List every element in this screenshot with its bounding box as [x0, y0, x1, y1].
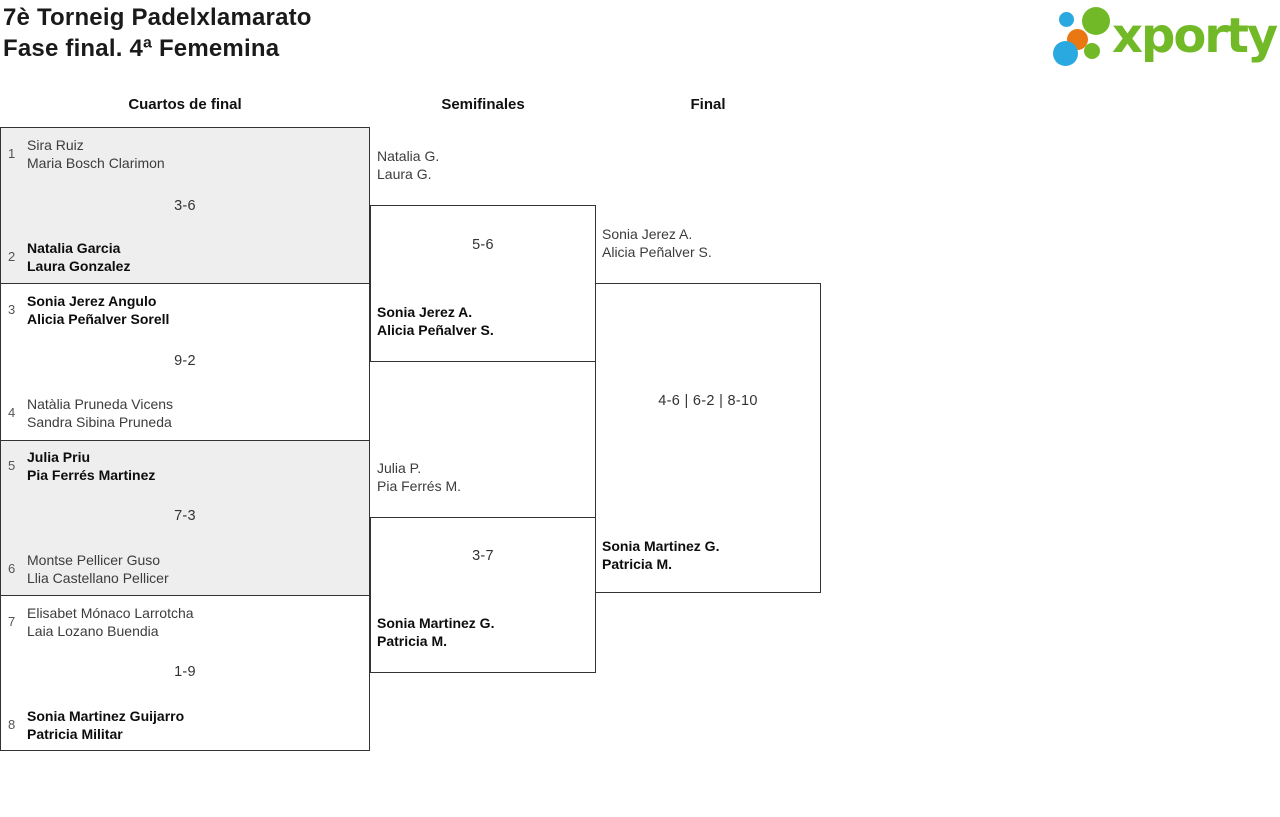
team-name-line: Laia Lozano Buendia [27, 623, 159, 639]
logo-wordmark: xporty [1112, 8, 1278, 64]
seed-number: 7 [8, 614, 16, 629]
logo-dot-icon [1084, 43, 1100, 59]
final-team2: Sonia Martinez G. Patricia M. [602, 537, 719, 573]
final-score: 4-6 | 6-2 | 8-10 [658, 393, 758, 409]
sf1-team1: Natalia G. Laura G. [377, 147, 439, 183]
team-name-line: Sonia Martinez G. [602, 538, 720, 554]
logo-dot-icon [1082, 7, 1110, 35]
team-name-line: Sonia Jerez A. [602, 226, 693, 242]
page-title: 7è Torneig Padelxlamarato Fase final. 4ª… [3, 2, 312, 64]
logo-dot-icon [1059, 12, 1074, 27]
quarterfinal-2-box [0, 283, 370, 441]
quarterfinal-4-box [0, 595, 370, 751]
round-header-final: Final [690, 96, 726, 113]
team-name-line: Natàlia Pruneda Vicens [27, 396, 174, 412]
qf2-team2: Natàlia Pruneda Vicens Sandra Sibina Pru… [27, 395, 173, 431]
team-name-line: Julia P. [377, 460, 422, 476]
team-name-line: Julia Priu [27, 449, 91, 465]
team-name-line: Natalia G. [377, 148, 440, 164]
sf1-score: 5-6 [472, 237, 494, 253]
team-name-line: Sonia Jerez Angulo [27, 293, 157, 309]
team-name-line: Sira Ruiz [27, 137, 84, 153]
qf4-team2: Sonia Martinez Guijarro Patricia Militar [27, 707, 184, 743]
team-name-line: Patricia M. [602, 556, 673, 572]
qf1-score: 3-6 [174, 198, 196, 214]
seed-number: 3 [8, 302, 16, 317]
tournament-subtitle: Fase final. 4ª Fememina [3, 35, 280, 62]
final-box [595, 283, 821, 593]
seed-number: 5 [8, 458, 16, 473]
qf3-team2: Montse Pellicer Guso Llia Castellano Pel… [27, 551, 169, 587]
seed-number: 2 [8, 249, 16, 264]
team-name-line: Elisabet Mónaco Larrotcha [27, 605, 194, 621]
team-name-line: Laura Gonzalez [27, 258, 131, 274]
seed-number: 4 [8, 405, 16, 420]
round-header-semifinales: Semifinales [441, 96, 525, 113]
team-name-line: Alicia Peñalver Sorell [27, 311, 170, 327]
seed-number: 1 [8, 146, 16, 161]
seed-number: 6 [8, 561, 16, 576]
team-name-line: Laura G. [377, 166, 432, 182]
quarterfinal-1-box [0, 127, 370, 284]
qf4-team1: Elisabet Mónaco Larrotcha Laia Lozano Bu… [27, 604, 194, 640]
team-name-line: Natalia Garcia [27, 240, 121, 256]
team-name-line: Sonia Jerez A. [377, 304, 473, 320]
qf1-team1: Sira Ruiz Maria Bosch Clarimon [27, 136, 165, 172]
team-name-line: Montse Pellicer Guso [27, 552, 161, 568]
sf1-team2: Sonia Jerez A. Alicia Peñalver S. [377, 303, 494, 339]
round-header-cuartos-de-final: Cuartos de final [128, 96, 242, 113]
qf3-score: 7-3 [174, 508, 196, 524]
qf4-score: 1-9 [174, 664, 196, 680]
sf2-team1: Julia P. Pia Ferrés M. [377, 459, 461, 495]
sf2-score: 3-7 [472, 548, 494, 564]
team-name-line: Pia Ferrés Martinez [27, 467, 156, 483]
team-name-line: Sonia Martinez Guijarro [27, 708, 185, 724]
team-name-line: Pia Ferrés M. [377, 478, 462, 494]
xporty-logo[interactable]: xporty [1050, 0, 1280, 78]
quarterfinal-3-box [0, 440, 370, 596]
team-name-line: Patricia Militar [27, 726, 123, 742]
team-name-line: Sandra Sibina Pruneda [27, 414, 172, 430]
qf2-score: 9-2 [174, 353, 196, 369]
sf2-team2: Sonia Martinez G. Patricia M. [377, 614, 494, 650]
tournament-title: 7è Torneig Padelxlamarato [3, 4, 312, 31]
logo-dot-icon [1053, 41, 1078, 66]
team-name-line: Maria Bosch Clarimon [27, 155, 165, 171]
semifinal-2-box [370, 517, 596, 673]
team-name-line: Sonia Martinez G. [377, 615, 495, 631]
final-team1: Sonia Jerez A. Alicia Peñalver S. [602, 225, 712, 261]
team-name-line: Alicia Peñalver S. [602, 244, 712, 260]
qf2-team1: Sonia Jerez Angulo Alicia Peñalver Sorel… [27, 292, 169, 328]
qf1-team2: Natalia Garcia Laura Gonzalez [27, 239, 130, 275]
qf3-team1: Julia Priu Pia Ferrés Martinez [27, 448, 155, 484]
seed-number: 8 [8, 717, 16, 732]
team-name-line: Patricia M. [377, 633, 448, 649]
team-name-line: Alicia Peñalver S. [377, 322, 494, 338]
team-name-line: Llia Castellano Pellicer [27, 570, 169, 586]
